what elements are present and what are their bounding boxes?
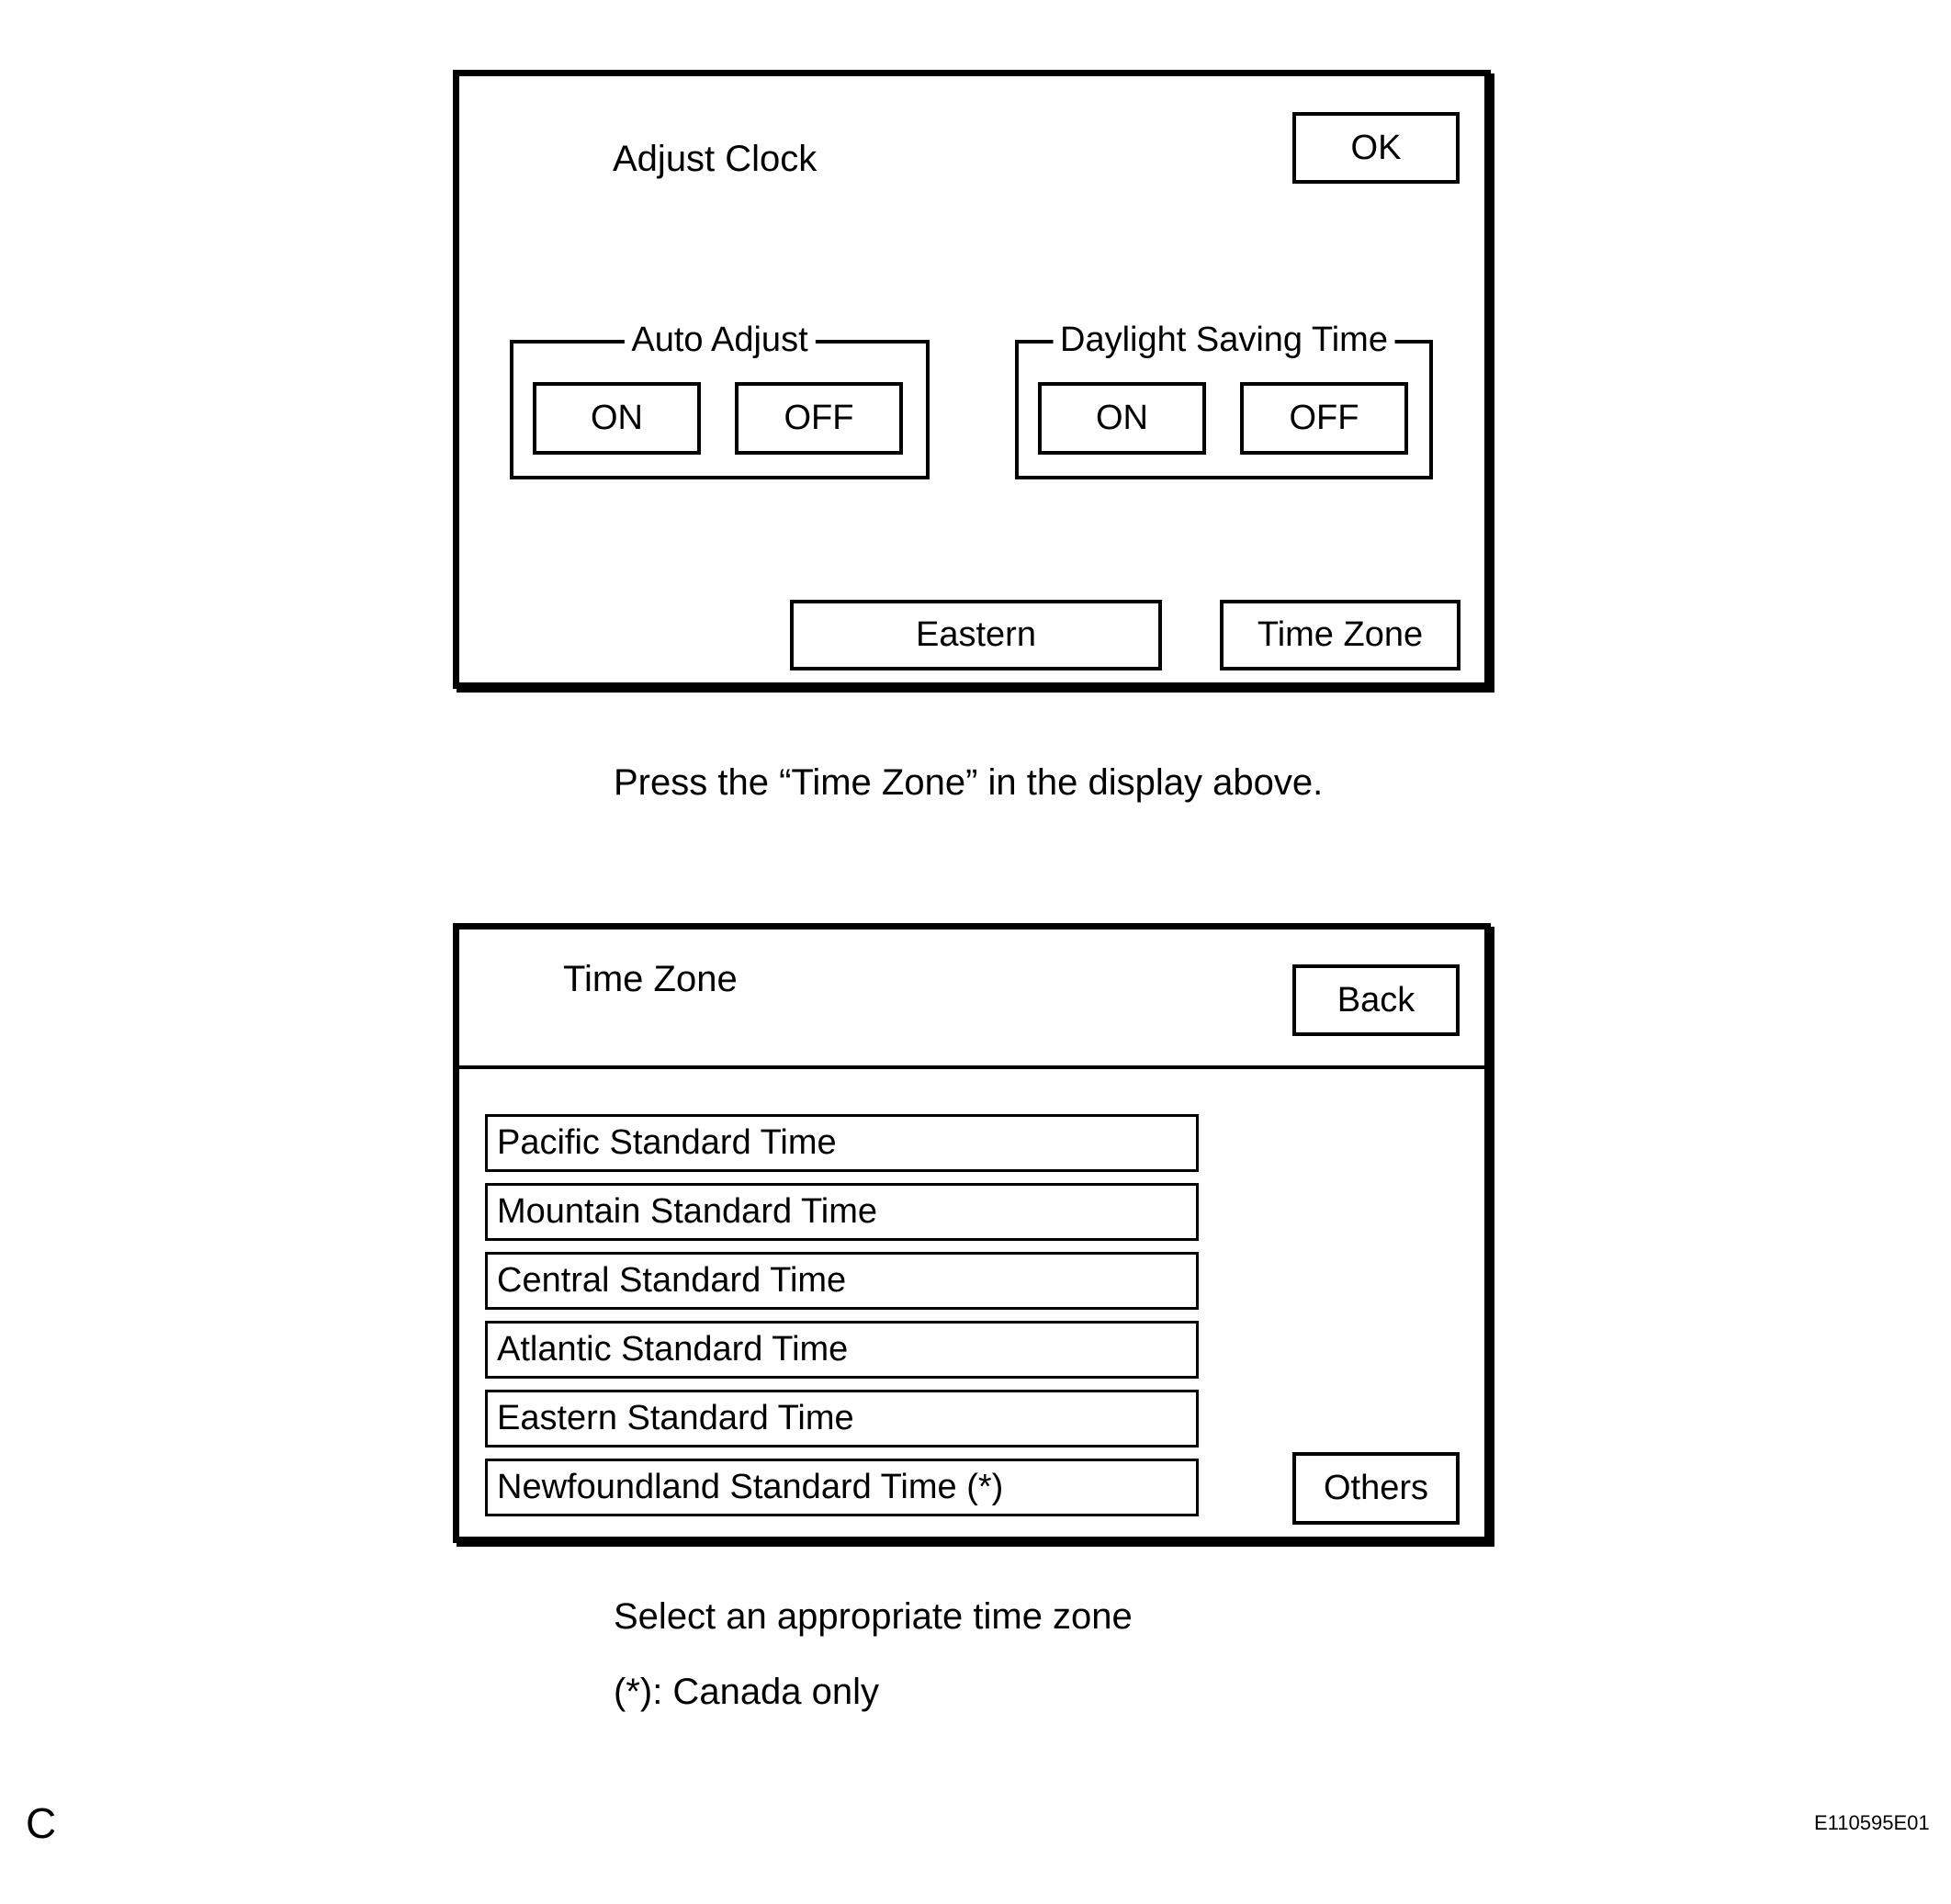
- auto-adjust-off-button[interactable]: OFF: [735, 382, 903, 455]
- others-button[interactable]: Others: [1292, 1452, 1460, 1525]
- zone-item-mountain[interactable]: Mountain Standard Time: [485, 1183, 1199, 1241]
- daylight-saving-on-button[interactable]: ON: [1038, 382, 1206, 455]
- zone-item-eastern[interactable]: Eastern Standard Time: [485, 1390, 1199, 1448]
- zone-item-central[interactable]: Central Standard Time: [485, 1252, 1199, 1310]
- zone-item-atlantic[interactable]: Atlantic Standard Time: [485, 1321, 1199, 1379]
- header-divider: [459, 1065, 1484, 1069]
- daylight-saving-off-button[interactable]: OFF: [1240, 382, 1408, 455]
- time-zone-button[interactable]: Time Zone: [1220, 600, 1460, 670]
- adjust-clock-title: Adjust Clock: [613, 139, 818, 179]
- figure-id: E110595E01: [1814, 1811, 1930, 1834]
- daylight-saving-legend: Daylight Saving Time: [1053, 320, 1395, 360]
- back-button[interactable]: Back: [1292, 964, 1460, 1036]
- ok-button[interactable]: OK: [1292, 112, 1460, 184]
- time-zone-list: Pacific Standard Time Mountain Standard …: [485, 1114, 1199, 1516]
- zone-item-pacific[interactable]: Pacific Standard Time: [485, 1114, 1199, 1172]
- caption-press-time-zone: Press the “Time Zone” in the display abo…: [614, 762, 1324, 803]
- current-time-zone-display: Eastern: [790, 600, 1162, 670]
- time-zone-screen: Time Zone Back Pacific Standard Time Mou…: [453, 923, 1491, 1543]
- auto-adjust-on-button[interactable]: ON: [533, 382, 701, 455]
- daylight-saving-group: Daylight Saving Time ON OFF: [1015, 320, 1433, 479]
- caption-select-zone: Select an appropriate time zone: [614, 1596, 1133, 1637]
- time-zone-title: Time Zone: [563, 959, 738, 999]
- page-section-marker: C: [26, 1799, 57, 1847]
- auto-adjust-legend: Auto Adjust: [624, 320, 816, 360]
- auto-adjust-group: Auto Adjust ON OFF: [510, 320, 930, 479]
- caption-canada-note: (*): Canada only: [614, 1672, 880, 1712]
- adjust-clock-screen: Adjust Clock OK Auto Adjust ON OFF Dayli…: [453, 70, 1491, 689]
- zone-item-newfoundland[interactable]: Newfoundland Standard Time (*): [485, 1459, 1199, 1516]
